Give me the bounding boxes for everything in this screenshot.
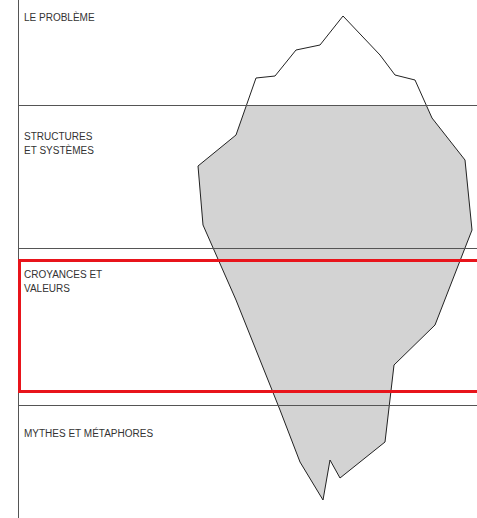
layer-label: LE PROBLÈME [24,11,224,25]
iceberg-layer-band: STRUCTURES ET SYSTÈMES [19,106,477,248]
layer-label: CROYANCES ET VALEURS [24,268,124,296]
iceberg-fill [198,105,472,500]
layer-label: STRUCTURES ET SYSTÈMES [24,130,100,158]
band-divider [18,105,477,106]
iceberg-outline [198,16,472,500]
band-divider [18,248,477,249]
band-divider [18,405,477,406]
iceberg-layer-band: CROYANCES ET VALEURS [19,249,477,405]
highlight-frame [20,261,477,392]
iceberg-layer-band: MYTHES ET MÉTAPHORES [19,406,477,518]
iceberg-layer-band: LE PROBLÈME [19,0,477,105]
layer-label: MYTHES ET MÉTAPHORES [24,427,224,441]
